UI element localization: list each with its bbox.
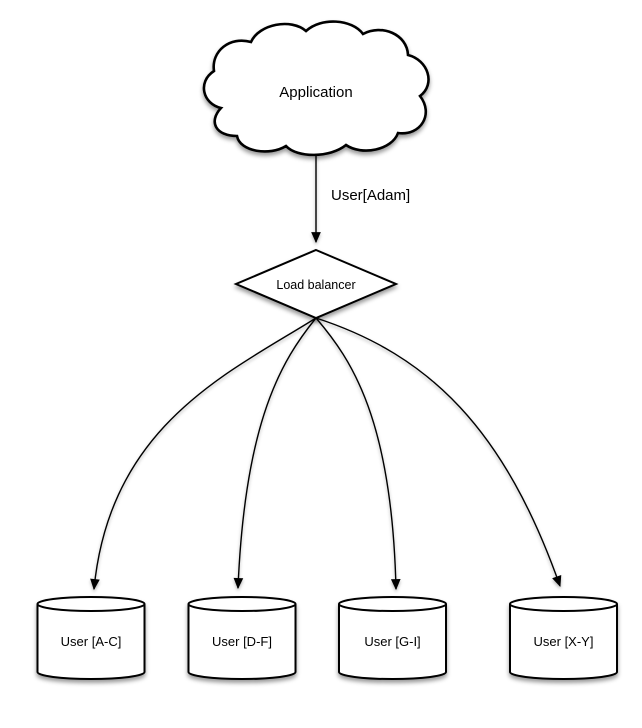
cylinder-top: [509, 596, 618, 612]
diamond-shape: [233, 248, 399, 320]
shard-label-g-i: User [G-I]: [364, 634, 420, 649]
shard-label-x-y: User [X-Y]: [534, 634, 594, 649]
edge-loadbalancer-to-shard-g-i: [315, 317, 401, 591]
cylinder-body: [36, 604, 146, 680]
edge-loadbalancer-to-shard-d-f: [233, 317, 317, 590]
load-balancer-node: Load balancer: [233, 248, 399, 320]
edges-loadbalancer-to-shards: [90, 317, 562, 591]
shard-node-user-d-f: User [D-F]: [187, 596, 297, 680]
cylinder-body: [338, 604, 447, 680]
edge-loadbalancer-to-shard-a-c: [90, 317, 317, 591]
load-balancer-label: Load balancer: [276, 278, 355, 292]
shard-node-user-g-i: User [G-I]: [338, 596, 447, 680]
cloud-shape: [202, 20, 430, 157]
shard-label-a-c: User [A-C]: [61, 634, 122, 649]
application-label: Application: [279, 84, 352, 101]
cylinder-top: [36, 596, 146, 612]
shard-node-user-x-y: User [X-Y]: [509, 596, 618, 680]
cylinder-body: [187, 604, 297, 680]
cylinder-body: [509, 604, 618, 680]
application-cloud-node: Application: [202, 20, 430, 157]
cylinder-top: [187, 596, 297, 612]
cylinder-top: [338, 596, 447, 612]
shard-node-user-a-c: User [A-C]: [36, 596, 146, 680]
shard-label-d-f: User [D-F]: [212, 634, 272, 649]
edge-user-adam-label: User[Adam]: [331, 187, 410, 204]
edge-loadbalancer-to-shard-x-y: [315, 317, 562, 588]
